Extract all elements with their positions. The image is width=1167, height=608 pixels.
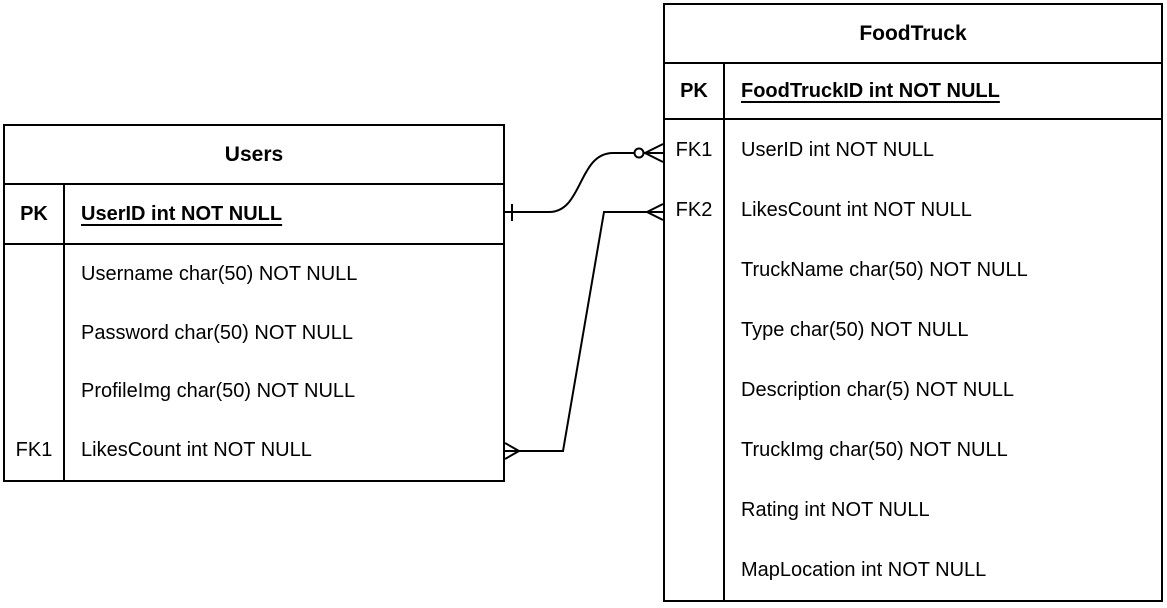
foodtruck-field-0: UserID int NOT NULL: [741, 138, 935, 161]
table-row: MapLocation int NOT NULL: [665, 540, 1161, 600]
users-field-key-3: FK1: [5, 421, 65, 480]
table-row: TruckName char(50) NOT NULL: [665, 240, 1161, 300]
table-row: ProfileImg char(50) NOT NULL: [5, 362, 503, 422]
foodtruck-field-key-1: FK2: [665, 180, 725, 240]
relationship-likescount-line: [505, 211, 663, 452]
foodtruck-field-2: TruckName char(50) NOT NULL: [741, 258, 1028, 281]
users-field-1: Password char(50) NOT NULL: [81, 321, 353, 344]
users-field-key-1: [5, 303, 65, 363]
users-pk-key-label: PK: [5, 185, 65, 243]
foodtruck-field-3: Type char(50) NOT NULL: [741, 318, 969, 341]
foodtruck-field-5: TruckImg char(50) NOT NULL: [741, 438, 1008, 461]
users-field-3: LikesCount int NOT NULL: [81, 439, 312, 462]
foodtruck-field-key-4: [665, 360, 725, 420]
table-row: FK1 LikesCount int NOT NULL: [5, 421, 503, 480]
foodtruck-field-key-3: [665, 300, 725, 360]
users-table-title: Users: [5, 126, 503, 185]
users-field-2: ProfileImg char(50) NOT NULL: [81, 380, 356, 403]
relationship-userid-line: [503, 152, 634, 213]
foodtruck-field-7: MapLocation int NOT NULL: [741, 558, 987, 581]
users-table: Users PK UserID int NOT NULL Username ch…: [3, 124, 505, 482]
foodtruck-pk-row: PK FoodTruckID int NOT NULL: [665, 64, 1161, 120]
table-row: FK1 UserID int NOT NULL: [665, 120, 1161, 180]
crows-foot-many-icon: [504, 442, 520, 460]
crows-foot-many-icon: [646, 203, 664, 221]
foodtruck-field-key-7: [665, 540, 725, 600]
relationship-userid: [503, 143, 664, 221]
users-field-0: Username char(50) NOT NULL: [81, 262, 358, 285]
foodtruck-field-1: LikesCount int NOT NULL: [741, 198, 972, 221]
users-field-key-2: [5, 362, 65, 422]
table-row: Username char(50) NOT NULL: [5, 245, 503, 304]
users-pk-field: UserID int NOT NULL: [81, 202, 283, 225]
foodtruck-table-body: FK1 UserID int NOT NULL FK2 LikesCount i…: [665, 120, 1161, 600]
table-row: FK2 LikesCount int NOT NULL: [665, 180, 1161, 240]
table-row: Type char(50) NOT NULL: [665, 300, 1161, 360]
users-pk-row: PK UserID int NOT NULL: [5, 185, 503, 245]
foodtruck-field-4: Description char(5) NOT NULL: [741, 378, 1015, 401]
foodtruck-field-6: Rating int NOT NULL: [741, 498, 930, 521]
foodtruck-pk-field: FoodTruckID int NOT NULL: [741, 79, 1000, 102]
foodtruck-field-key-5: [665, 420, 725, 480]
users-field-key-0: [5, 245, 65, 304]
foodtruck-table: FoodTruck PK FoodTruckID int NOT NULL FK…: [663, 3, 1163, 602]
foodtruck-table-title: FoodTruck: [665, 5, 1161, 64]
relationship-likescount: [504, 203, 664, 460]
crows-foot-many-icon: [644, 143, 664, 163]
foodtruck-field-key-0: FK1: [665, 120, 725, 180]
table-row: Description char(5) NOT NULL: [665, 360, 1161, 420]
foodtruck-field-key-2: [665, 240, 725, 300]
zero-circle-icon: [633, 147, 645, 159]
table-row: TruckImg char(50) NOT NULL: [665, 420, 1161, 480]
users-table-body: Username char(50) NOT NULL Password char…: [5, 245, 503, 480]
table-row: Rating int NOT NULL: [665, 480, 1161, 540]
foodtruck-field-key-6: [665, 480, 725, 540]
foodtruck-pk-key-label: PK: [665, 64, 725, 118]
table-row: Password char(50) NOT NULL: [5, 303, 503, 363]
